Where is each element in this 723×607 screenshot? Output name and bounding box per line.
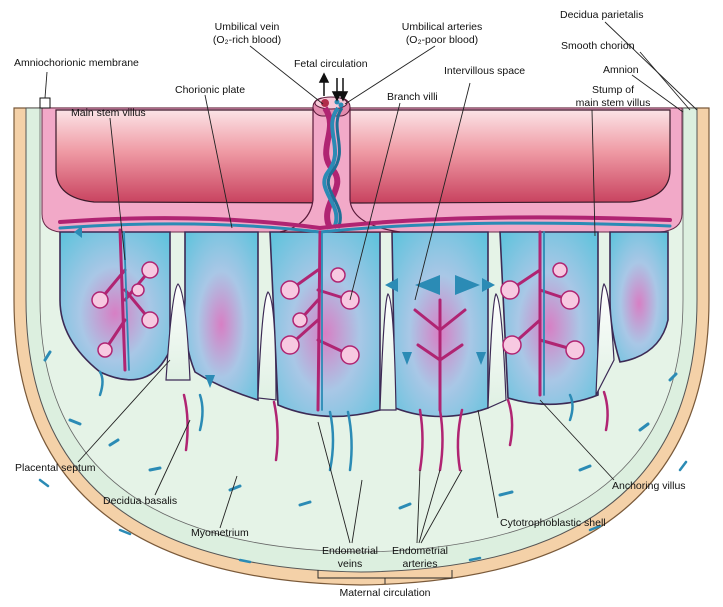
label-endometrial-veins: Endometrial veins [310,545,390,571]
label-anchoring-villus: Anchoring villus [612,480,686,492]
endometrial-veins-line1: Endometrial [321,545,379,557]
amniotic-cavity [55,109,671,204]
fetal-circulation-arrows [318,72,349,102]
maternal-spray [413,298,467,412]
label-placental-septum: Placental septum [15,462,96,474]
label-amnion: Amnion [603,64,639,76]
placental-septa [165,282,615,411]
label-myometrium: Myometrium [191,527,249,539]
label-decidua-basalis: Decidua basalis [103,495,178,507]
decidual-vessel-fragments [43,350,678,510]
villus-loops [91,261,585,365]
endometrial-arteries-line2: arteries [402,558,438,570]
endometrial-arteries [182,390,609,472]
umbilical-vein-line1: Umbilical vein [214,21,280,33]
label-amniochorionic-membrane: Amniochorionic membrane [14,57,139,69]
label-endometrial-arteries: Endometrial arteries [380,545,460,571]
umbilical-arteries-line1: Umbilical arteries [401,21,483,33]
label-chorionic-plate: Chorionic plate [175,84,246,96]
endometrial-veins-line2: veins [337,558,363,570]
umbilical-vein-line2: (O₂-rich blood) [212,34,282,46]
leader-lines [44,21,698,584]
label-decidua-parietalis: Decidua parietalis [560,9,644,21]
label-fetal-circulation: Fetal circulation [294,58,368,70]
myometrial-vessel-fragments [38,460,688,564]
label-smooth-chorion: Smooth chorion [561,40,635,52]
intervillous-arrows [74,226,495,388]
umbilical-arteries-line2: (O₂-poor blood) [405,34,479,46]
label-umbilical-arteries: Umbilical arteries (O₂-poor blood) [382,21,502,47]
label-intervillous-space: Intervillous space [444,65,526,77]
label-cytotrophoblastic-shell: Cytotrophoblastic shell [500,517,606,529]
amniochorionic-marker [39,97,51,109]
endometrial-arteries-line1: Endometrial [391,545,449,557]
umbilical-cord [279,96,401,233]
stump-line1: Stump of [591,84,635,96]
label-stump-main-stem-villus: Stump of main stem villus [558,84,668,110]
label-maternal-circulation: Maternal circulation [339,587,431,599]
endometrial-veins [98,370,574,472]
label-umbilical-vein: Umbilical vein (O₂-rich blood) [192,21,302,47]
stump-line2: main stem villus [575,97,651,109]
label-branch-villi: Branch villi [387,91,438,103]
label-main-stem-villus: Main stem villus [71,107,146,119]
